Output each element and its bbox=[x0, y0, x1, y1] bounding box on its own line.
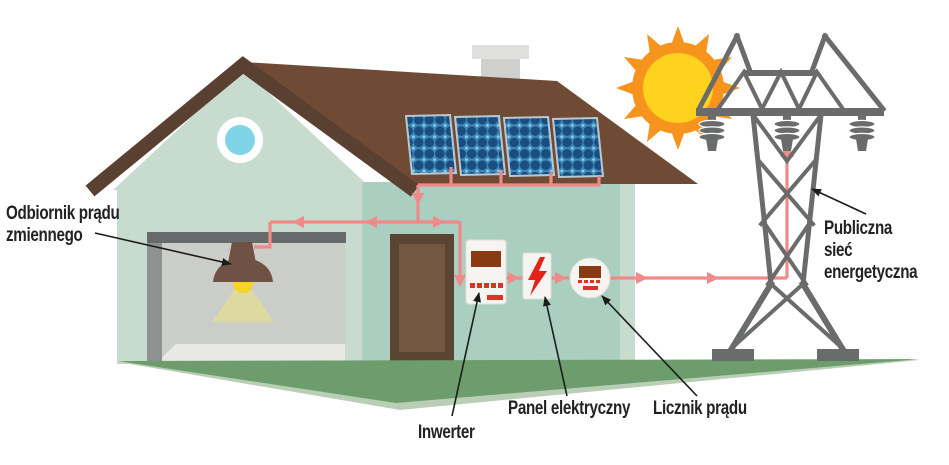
label-electrical-panel: Panel elektryczny bbox=[508, 398, 631, 419]
ground bbox=[118, 359, 920, 410]
garage-icon bbox=[147, 232, 346, 361]
panel-wires bbox=[449, 167, 601, 186]
solar-panels-icon bbox=[404, 113, 605, 179]
pointer-electrical-panel bbox=[543, 296, 568, 397]
pointer-public-grid bbox=[811, 188, 867, 215]
transmission-tower-icon bbox=[695, 32, 887, 361]
power-meter-icon bbox=[569, 257, 611, 299]
round-window-icon bbox=[217, 117, 263, 163]
roof-fascia bbox=[85, 56, 420, 197]
inverter-icon bbox=[465, 239, 507, 305]
side-wall bbox=[620, 182, 635, 364]
insulators bbox=[698, 116, 876, 151]
pointer-inverter bbox=[451, 292, 481, 417]
wiring bbox=[254, 144, 794, 287]
label-power-meter: Licznik prądu bbox=[653, 398, 747, 419]
label-inverter: Inwerter bbox=[418, 422, 475, 443]
label-public-grid: Publiczna sieć energetyczna bbox=[824, 218, 918, 283]
door-icon bbox=[390, 234, 454, 361]
pointer-power-meter bbox=[601, 295, 698, 397]
pointer-arrows bbox=[94, 188, 867, 417]
label-ac-receiver: Odbiornik prądu zmiennego bbox=[6, 203, 120, 246]
pointer-ac-receiver bbox=[94, 232, 232, 266]
lightning-bolt-icon bbox=[522, 252, 552, 300]
